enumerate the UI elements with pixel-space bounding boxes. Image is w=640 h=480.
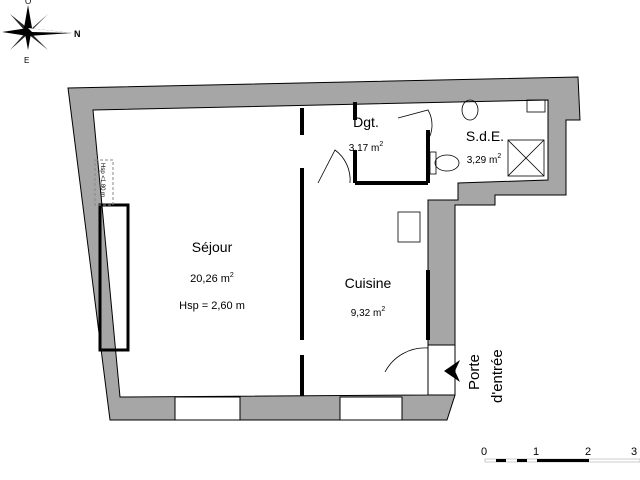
- low-ceiling-note: Hsp <1,80 m: [99, 163, 105, 197]
- scale-bar: 0 1 2 3: [481, 446, 640, 463]
- room-sejour: Séjour 20,26 m2 Hsp = 2,60 m: [179, 239, 245, 312]
- compass-north: N: [74, 29, 81, 39]
- entrance-arrow-icon: [444, 360, 460, 382]
- scale-tick-2: 2: [585, 446, 591, 458]
- svg-text:9,32 m2: 9,32 m2: [351, 306, 386, 319]
- room-cuisine: Cuisine 9,32 m2: [345, 275, 392, 319]
- svg-text:3,17 m2: 3,17 m2: [349, 141, 384, 154]
- compass-rose-icon: O N E: [2, 0, 81, 65]
- room-area: 3,29 m: [467, 155, 498, 166]
- room-name: S.d.E.: [466, 128, 504, 144]
- doors: [317, 109, 433, 373]
- room-area: 20,26 m: [190, 273, 230, 285]
- room-height: Hsp = 2,60 m: [179, 300, 245, 312]
- room-name: Cuisine: [345, 275, 392, 291]
- room-name: Dgt.: [353, 114, 379, 130]
- windows: [174, 344, 456, 421]
- room-dgt: Dgt. 3,17 m2: [349, 114, 384, 154]
- svg-text:3,29 m2: 3,29 m2: [467, 153, 502, 166]
- entrance-label-2: d'entrée: [489, 349, 506, 403]
- interior-walls: [300, 102, 430, 396]
- scale-tick-1: 1: [533, 446, 539, 458]
- room-sde: S.d.E. 3,29 m2: [466, 128, 504, 166]
- compass-west: O: [25, 0, 31, 6]
- room-area: 3,17 m: [349, 143, 380, 154]
- room-name: Séjour: [192, 239, 233, 255]
- low-ceiling-zone: [98, 203, 130, 352]
- svg-text:20,26 m2: 20,26 m2: [190, 272, 234, 285]
- scale-tick-3: 3: [631, 446, 637, 458]
- room-area: 9,32 m: [351, 308, 382, 319]
- entrance-label-1: Porte: [466, 354, 483, 390]
- compass-east: E: [24, 56, 29, 65]
- scale-tick-0: 0: [481, 446, 487, 458]
- fixtures: [397, 99, 546, 243]
